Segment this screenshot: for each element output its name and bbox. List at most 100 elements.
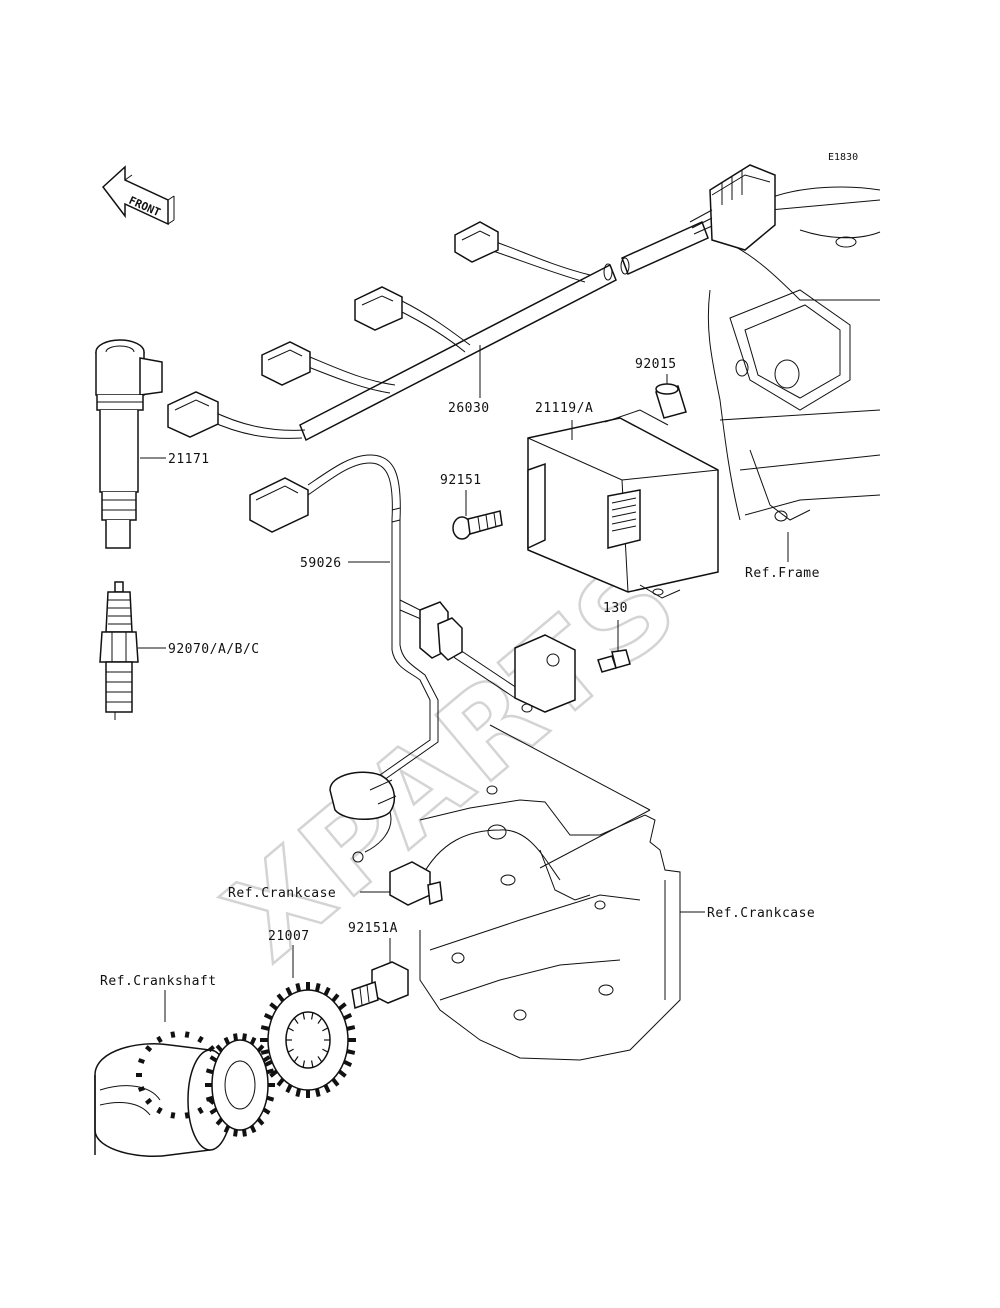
gear-tooth [184,1031,190,1038]
gear-tooth [323,1084,331,1094]
rotor-spline [317,1056,323,1063]
gear-tooth [184,1112,190,1119]
gear-tooth [205,1095,214,1102]
part-92070-label: 92070/A/B/C [168,642,260,657]
gear-tooth [197,1106,204,1115]
gear-tooth [223,1125,231,1134]
rotor-spline [317,1017,323,1024]
gear-tooth [314,1088,321,1097]
rotor-spline [287,1048,294,1053]
gear-tooth [338,1069,347,1078]
igniter-21119a: 21119/A [527,401,719,599]
part-130-label: 130 [603,601,628,616]
gear-tooth [215,1044,224,1053]
gear-tooth [242,1129,247,1137]
part-59026-label: 59026 [300,556,342,571]
gear-tooth [205,1068,214,1075]
gear-tooth [285,1084,293,1094]
part-21171-label: 21171 [168,452,210,467]
gear-tooth [343,1059,353,1067]
gear-tooth [156,1035,163,1044]
gear-tooth [295,1088,302,1097]
part-92151a-label: 92151A [348,921,398,936]
gear-tooth [346,1025,356,1031]
damper-92015: 92015 [635,357,687,419]
gear-tooth [223,1036,231,1045]
rotor-spline [322,1048,329,1053]
gear-tooth [197,1035,204,1044]
rotor-21007: 21007 [260,929,356,1098]
gear-tooth [170,1031,176,1038]
gear-tooth [170,1112,176,1119]
gear-tooth [242,1033,247,1041]
gear-tooth [145,1097,153,1105]
gear-tooth [266,1095,275,1102]
spark-plug-92070: 92070/A/B/C [99,581,260,720]
gear-tooth [331,993,340,1003]
ref-frame-label: Ref.Frame [745,566,820,581]
rotor-spline [287,1027,294,1032]
front-arrow-icon: FRONT [101,165,175,226]
rotor-spline [302,1012,306,1020]
gear-tooth [256,1117,265,1126]
part-92151-label: 92151 [440,473,482,488]
ref-crankshaft-label: Ref.Crankshaft [100,974,217,989]
rotor-spline [302,1060,306,1068]
gear-tooth [209,1107,218,1115]
rotor-spline [322,1027,329,1032]
ref-crankcase-left-label: Ref.Crankcase [228,886,336,901]
part-26030-label: 26030 [448,401,490,416]
gear-tooth [137,1086,145,1092]
gear-tooth [233,1033,238,1041]
ref-crankcase-right-label: Ref.Crankcase [707,906,815,921]
bolt-92151: 92151 [440,473,503,540]
gear-tooth [338,1002,347,1011]
rotor-spline [310,1012,314,1020]
rotor-spline [293,1056,299,1063]
gear-tooth [346,1049,356,1055]
gear-tooth [137,1058,145,1064]
gear-tooth [276,1077,285,1087]
gear-tooth [156,1106,163,1115]
oil-pressure-switch: Ref.Crankcase [228,861,443,906]
wiring-harness-26030: 26030 [167,164,776,442]
gear-tooth [343,1013,353,1021]
part-21007-label: 21007 [268,929,310,944]
gear-tooth [266,1068,275,1075]
gear-tooth [207,1045,215,1053]
crankshaft: Ref.Crankshaft [94,974,275,1157]
part-92015-label: 92015 [635,357,677,372]
gear-tooth [276,993,285,1003]
diagram-code: E1830 [828,152,858,163]
gear-tooth [323,986,331,996]
ignition-coil-21171: 21171 [95,339,210,549]
gear-tooth [233,1129,238,1137]
gear-tooth [260,1049,270,1055]
gear-tooth [269,1069,278,1078]
gear-tooth [331,1077,340,1087]
gear-tooth [249,1036,257,1045]
watermark: XPARTS [201,531,707,987]
gear-tooth [209,1055,218,1063]
gear-tooth [314,983,321,992]
gear-tooth [295,983,302,992]
gear-tooth [249,1125,257,1134]
rotor-spline [293,1017,299,1024]
gear-tooth [263,1059,273,1067]
gear-tooth [260,1025,270,1031]
gear-tooth [269,1002,278,1011]
gear-tooth [263,1013,273,1021]
gear-tooth [285,986,293,996]
pickup-harness-59026: 59026 [249,454,651,869]
rotor-spline [310,1060,314,1068]
gear-tooth [262,1055,271,1063]
crankcase-outline: Ref.Crankcase [419,785,815,1061]
frame-outline: Ref.Frame [707,186,881,581]
gear-tooth [215,1117,224,1126]
part-21119a-label: 21119/A [535,401,593,416]
gear-tooth [256,1044,265,1053]
gear-tooth [145,1045,153,1053]
bolt-92151a: 92151A [348,921,409,1010]
